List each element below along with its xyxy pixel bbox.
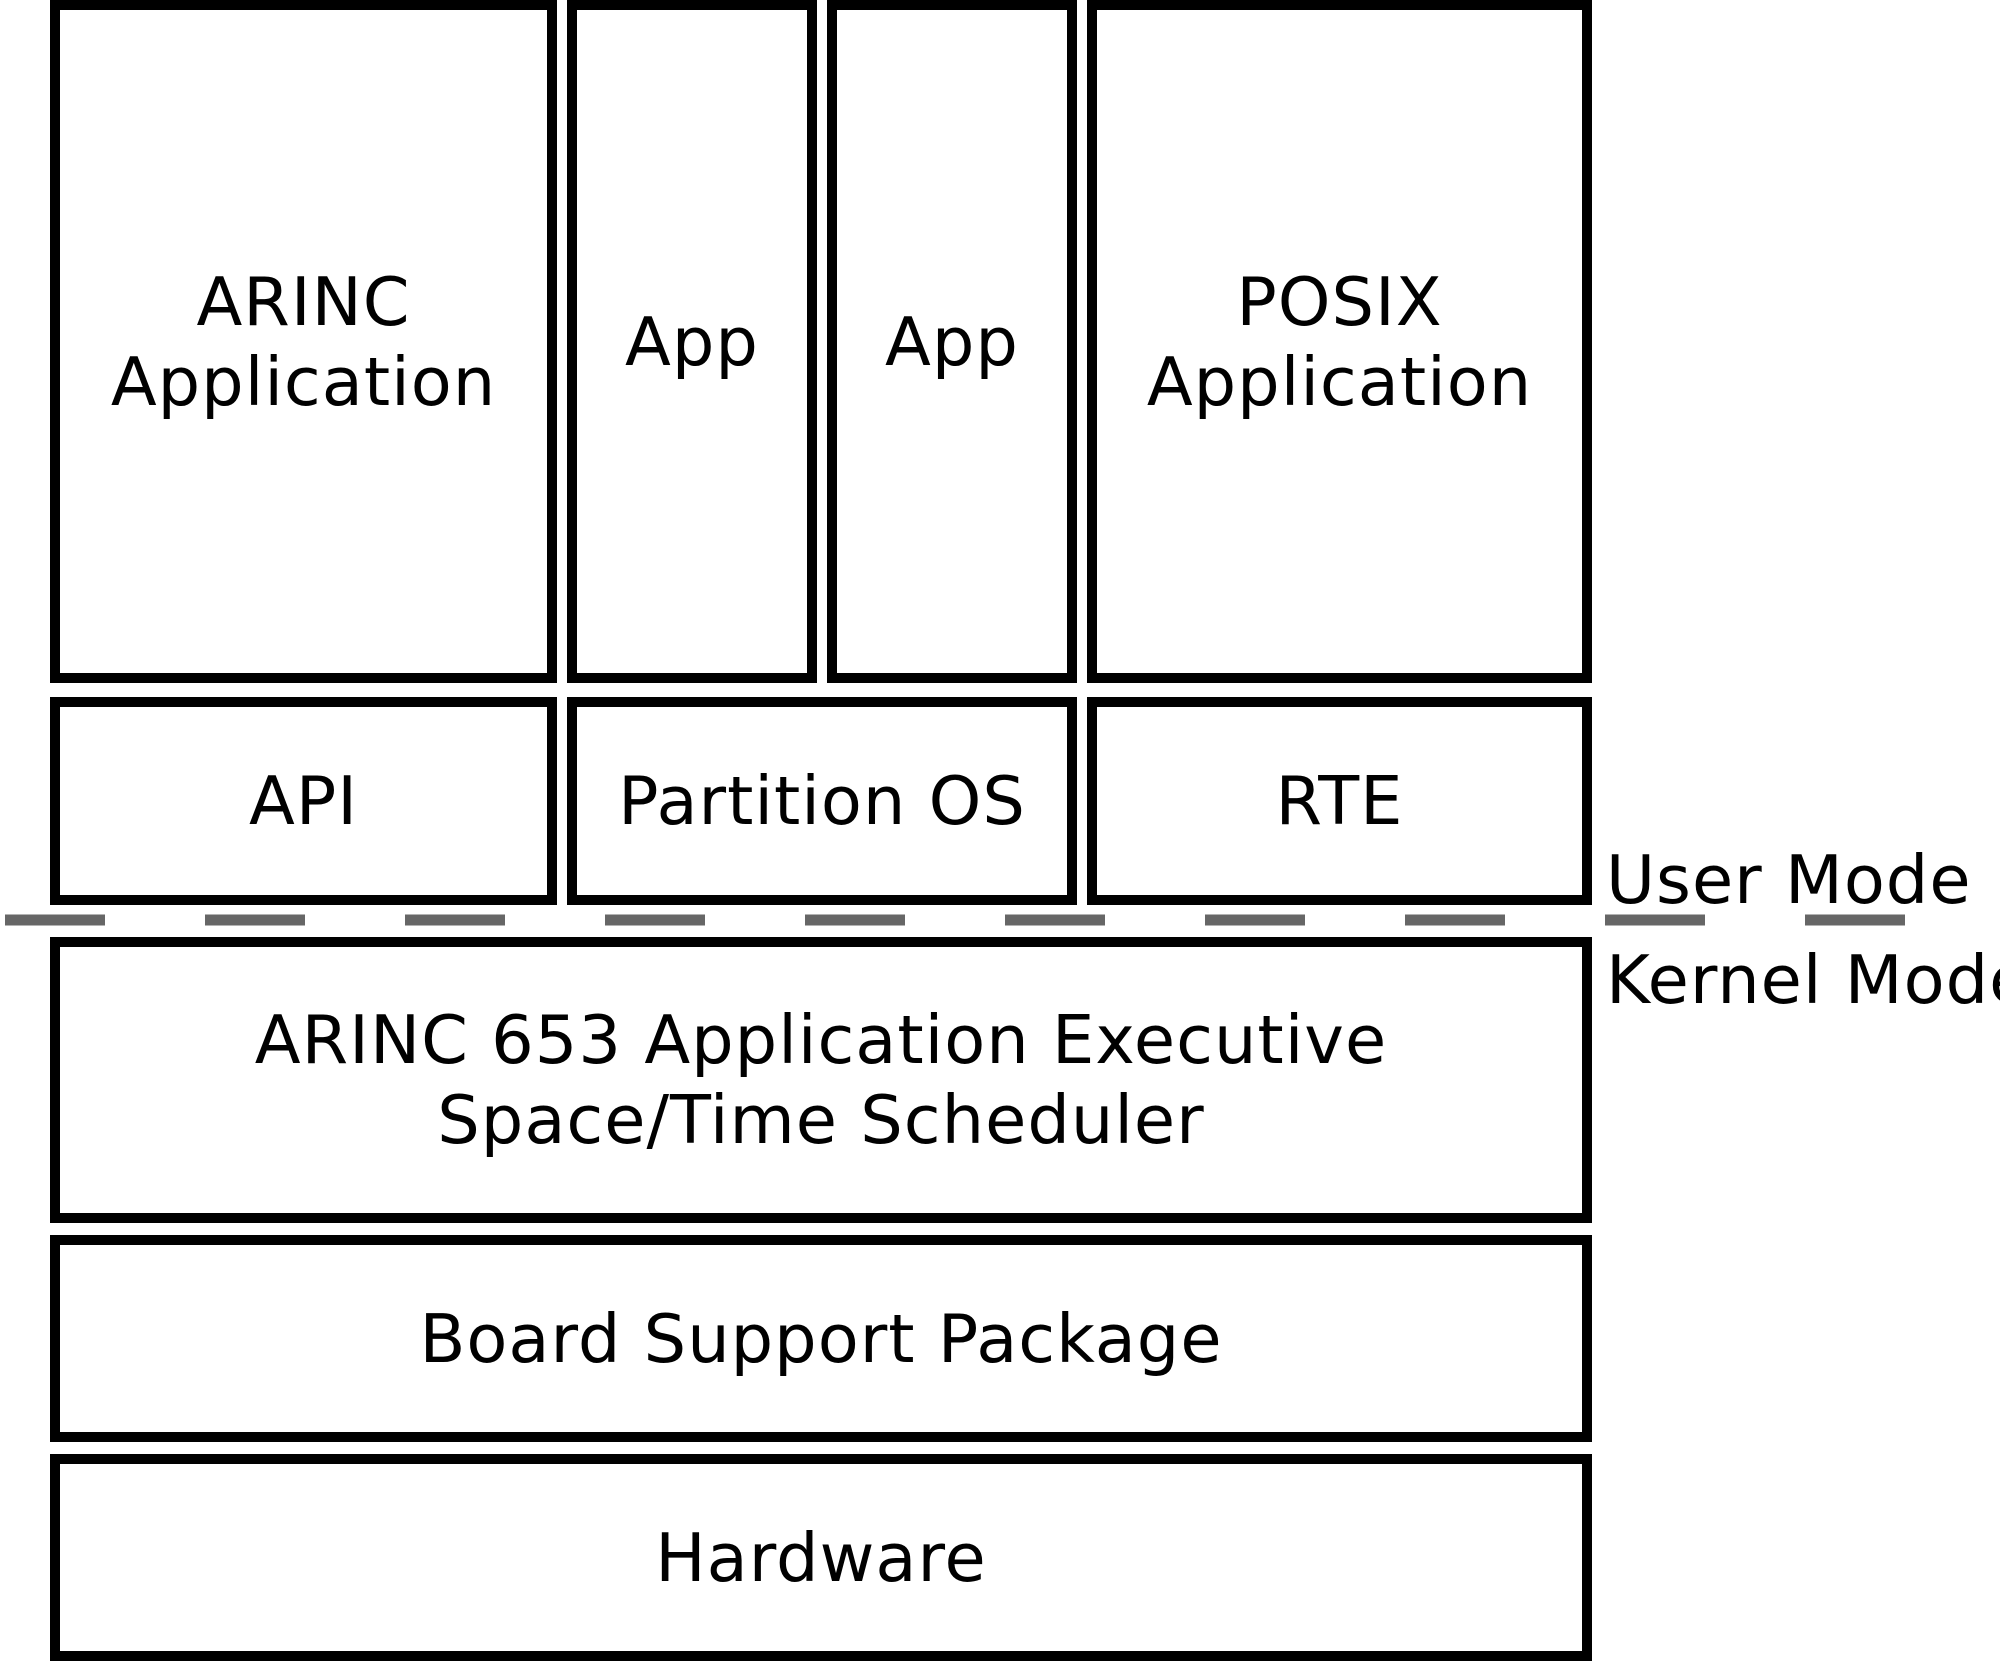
app-box-1: App: [567, 0, 817, 683]
application-executive-label: ARINC 653 Application Executive Space/Ti…: [254, 1001, 1388, 1159]
partition-os-label: Partition OS: [618, 762, 1026, 840]
posix-application-label: POSIX Application: [1146, 262, 1533, 421]
kernel-mode-label: Kernel Mode: [1606, 941, 2000, 1019]
partition-os-box: Partition OS: [567, 697, 1077, 905]
board-support-package-box: Board Support Package: [50, 1235, 1592, 1442]
user-kernel-divider: [5, 914, 1995, 926]
posix-application-box: POSIX Application: [1087, 0, 1592, 683]
api-box: API: [50, 697, 557, 905]
rte-box: RTE: [1087, 697, 1592, 905]
api-label: API: [249, 762, 358, 840]
user-mode-label: User Mode: [1606, 841, 1972, 919]
hardware-box: Hardware: [50, 1454, 1592, 1661]
app-box-2: App: [827, 0, 1077, 683]
rte-label: RTE: [1275, 762, 1404, 840]
app-label-1: App: [625, 302, 759, 381]
app-label-2: App: [885, 302, 1019, 381]
application-executive-box: ARINC 653 Application Executive Space/Ti…: [50, 937, 1592, 1223]
arinc-application-box: ARINC Application: [50, 0, 557, 683]
board-support-package-label: Board Support Package: [419, 1299, 1223, 1378]
hardware-label: Hardware: [655, 1518, 987, 1597]
arinc-application-label: ARINC Application: [110, 262, 497, 421]
